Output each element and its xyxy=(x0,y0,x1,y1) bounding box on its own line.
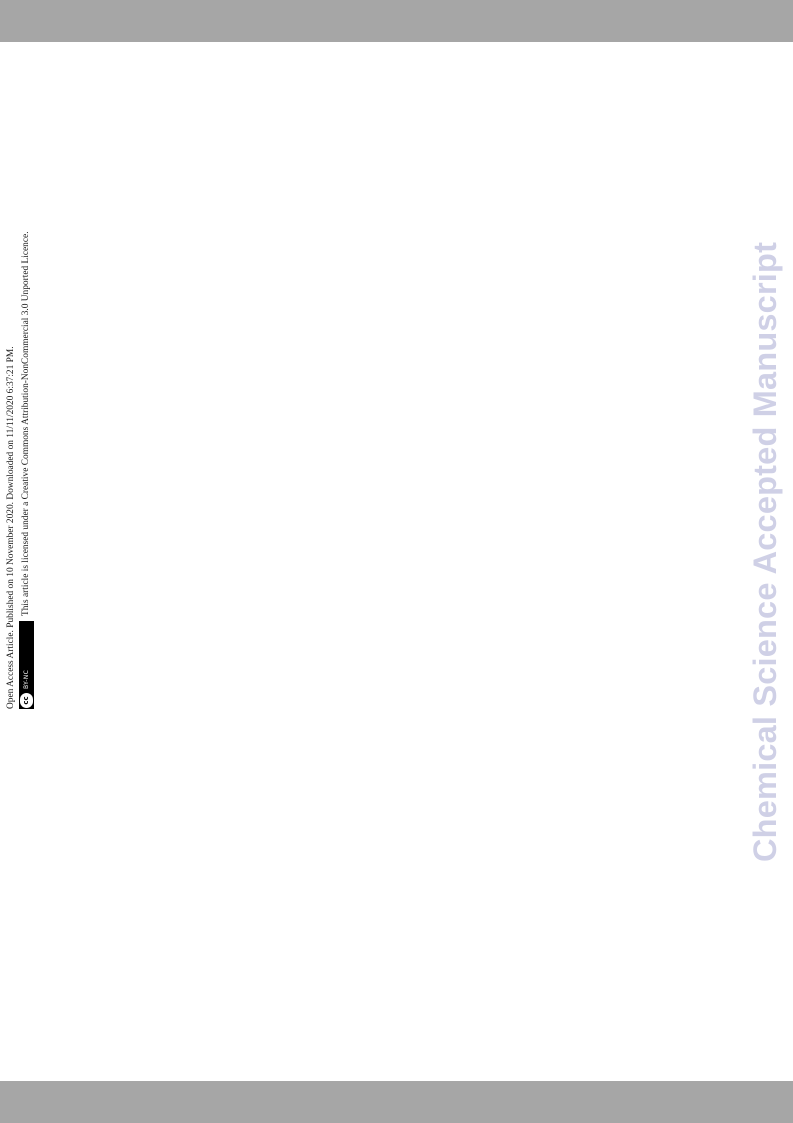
access-notice: Open Access Article. Published on 10 Nov… xyxy=(5,189,37,709)
header-bar xyxy=(0,0,793,42)
footer-bar xyxy=(0,1081,793,1123)
accepted-manuscript-watermark: Chemical Science Accepted Manuscript xyxy=(747,241,783,862)
cc-by-nc-badge-icon[interactable]: cc BY-NC xyxy=(19,621,34,709)
notice-publication-line: Open Access Article. Published on 10 Nov… xyxy=(6,346,16,709)
cc-badge-label: BY-NC xyxy=(23,669,30,689)
notice-licence-row: cc BY-NC This article is licensed under … xyxy=(19,231,34,709)
cc-logo-icon: cc xyxy=(20,693,33,708)
notice-licence-line[interactable]: This article is licensed under a Creativ… xyxy=(21,231,31,616)
